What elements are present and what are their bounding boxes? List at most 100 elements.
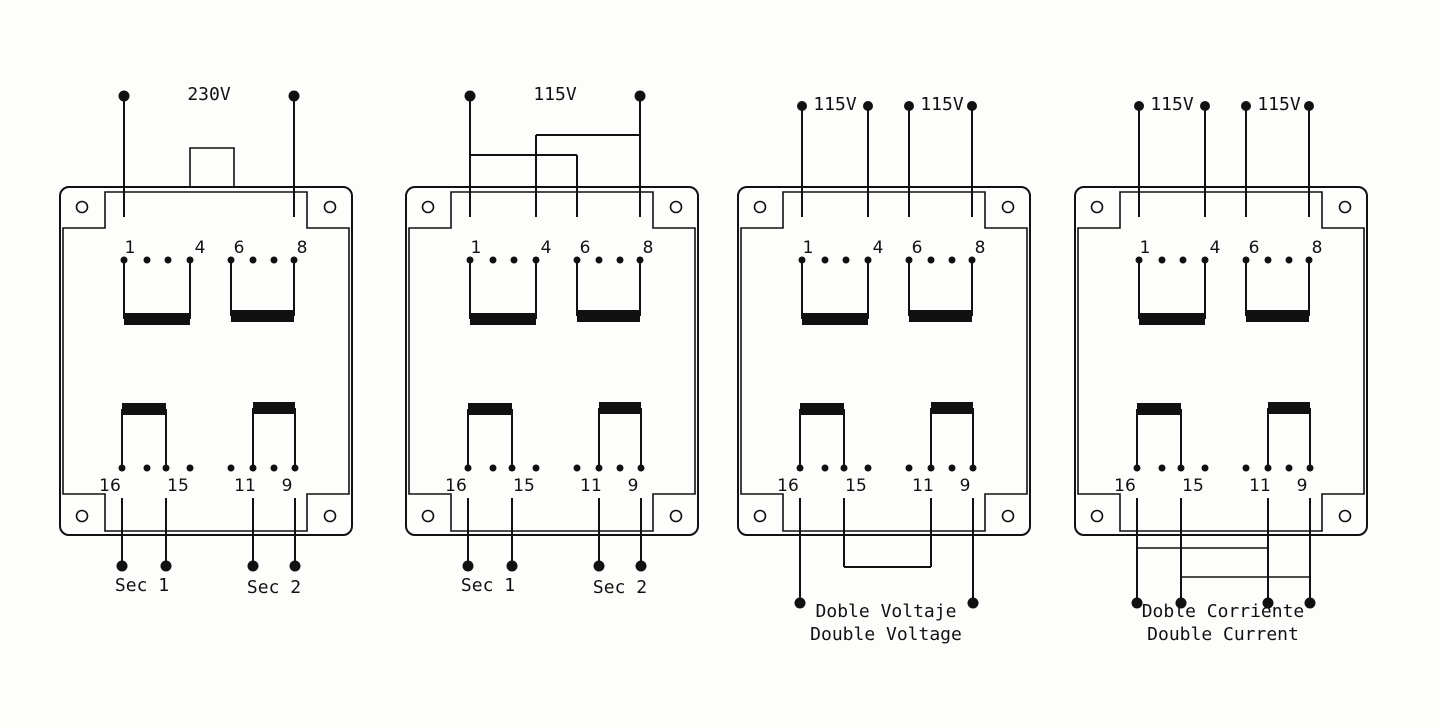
- secondary-winding-2-core: [599, 402, 641, 414]
- pin-number: 11: [912, 476, 934, 496]
- primary-winding-2-core: [577, 310, 640, 322]
- pin-number: 15: [1182, 476, 1204, 496]
- output-terminal: [160, 560, 172, 572]
- input-terminal: [634, 90, 646, 102]
- pin-number: 4: [1210, 238, 1221, 258]
- configuration-label-en: Double Current: [1147, 624, 1299, 645]
- mounting-tab: [189, 147, 235, 188]
- pin-number: 4: [541, 238, 552, 258]
- pin-number: 11: [234, 476, 256, 496]
- mounting-hole: [421, 509, 435, 523]
- terminal-dot: [164, 256, 172, 264]
- terminal-dot: [821, 464, 829, 472]
- pin-number: 8: [975, 238, 986, 258]
- transformer-body: [1074, 186, 1368, 536]
- terminal-dot: [1242, 464, 1250, 472]
- pin-number: 4: [195, 238, 206, 258]
- terminal-dot: [489, 464, 497, 472]
- input-terminal: [1200, 101, 1210, 111]
- output-terminal: [247, 560, 259, 572]
- terminal-dot: [143, 256, 151, 264]
- configuration-label-es: Doble Corriente: [1142, 601, 1305, 622]
- terminal-dot: [1158, 464, 1166, 472]
- pin-number: 6: [234, 238, 245, 258]
- input-voltage-label: 230V: [187, 84, 231, 105]
- transformer-core-outline: [1077, 191, 1365, 532]
- input-terminal: [464, 90, 476, 102]
- terminal-dot: [573, 464, 581, 472]
- terminal-dot: [616, 464, 624, 472]
- pin-number: 16: [1114, 476, 1136, 496]
- output-terminal: [1131, 597, 1143, 609]
- secondary-winding-1-core: [1137, 403, 1181, 415]
- output-terminal: [506, 560, 518, 572]
- terminal-dot: [1285, 256, 1293, 264]
- transformer-body: [59, 186, 353, 536]
- terminal-dot: [905, 464, 913, 472]
- input-terminal: [967, 101, 977, 111]
- terminal-dot: [1285, 464, 1293, 472]
- input-voltage-label: 115V: [920, 94, 964, 115]
- output-terminal: [1304, 597, 1316, 609]
- terminal-dot: [510, 256, 518, 264]
- input-voltage-label: 115V: [1257, 94, 1301, 115]
- output-terminal: [289, 560, 301, 572]
- terminal-dot: [927, 256, 935, 264]
- mounting-hole: [1338, 509, 1352, 523]
- secondary-winding-2-core: [1268, 402, 1310, 414]
- pin-number: 9: [628, 476, 639, 496]
- input-terminal: [1241, 101, 1251, 111]
- mounting-hole: [323, 200, 337, 214]
- mounting-hole: [75, 509, 89, 523]
- mounting-hole: [1090, 509, 1104, 523]
- pin-number: 15: [845, 476, 867, 496]
- input-terminal: [118, 90, 130, 102]
- transformer-body: [405, 186, 699, 536]
- mounting-hole: [1001, 509, 1015, 523]
- output-terminal: [635, 560, 647, 572]
- transformer-core-outline: [62, 191, 350, 532]
- pin-number: 6: [1249, 238, 1260, 258]
- pin-number: 9: [960, 476, 971, 496]
- pin-number: 1: [125, 238, 136, 258]
- terminal-dot: [186, 464, 194, 472]
- input-terminal: [904, 101, 914, 111]
- mounting-hole: [669, 509, 683, 523]
- pin-number: 1: [803, 238, 814, 258]
- terminal-dot: [270, 464, 278, 472]
- pin-number: 16: [777, 476, 799, 496]
- terminal-dot: [948, 256, 956, 264]
- mounting-hole: [669, 200, 683, 214]
- pin-number: 15: [167, 476, 189, 496]
- output-terminal: [1175, 597, 1187, 609]
- pin-number: 16: [445, 476, 467, 496]
- primary-winding-1-core: [1139, 313, 1205, 325]
- terminal-dot: [821, 256, 829, 264]
- input-terminal: [797, 101, 807, 111]
- input-voltage-label: 115V: [533, 84, 577, 105]
- pin-number: 9: [282, 476, 293, 496]
- secondary-label: Sec 2: [247, 577, 301, 598]
- secondary-winding-1-core: [468, 403, 512, 415]
- terminal-dot: [532, 464, 540, 472]
- primary-winding-2-core: [909, 310, 972, 322]
- input-terminal: [863, 101, 873, 111]
- secondary-label: Sec 1: [461, 575, 515, 596]
- transformer-core-outline: [740, 191, 1028, 532]
- pin-number: 8: [643, 238, 654, 258]
- configuration-label-es: Doble Voltaje: [816, 601, 957, 622]
- terminal-dot: [1158, 256, 1166, 264]
- input-voltage-label: 115V: [813, 94, 857, 115]
- terminal-dot: [1264, 256, 1272, 264]
- output-terminal: [1262, 597, 1274, 609]
- primary-winding-2-core: [1246, 310, 1309, 322]
- terminal-dot: [616, 256, 624, 264]
- primary-winding-1-core: [470, 313, 536, 325]
- mounting-hole: [753, 200, 767, 214]
- terminal-dot: [249, 256, 257, 264]
